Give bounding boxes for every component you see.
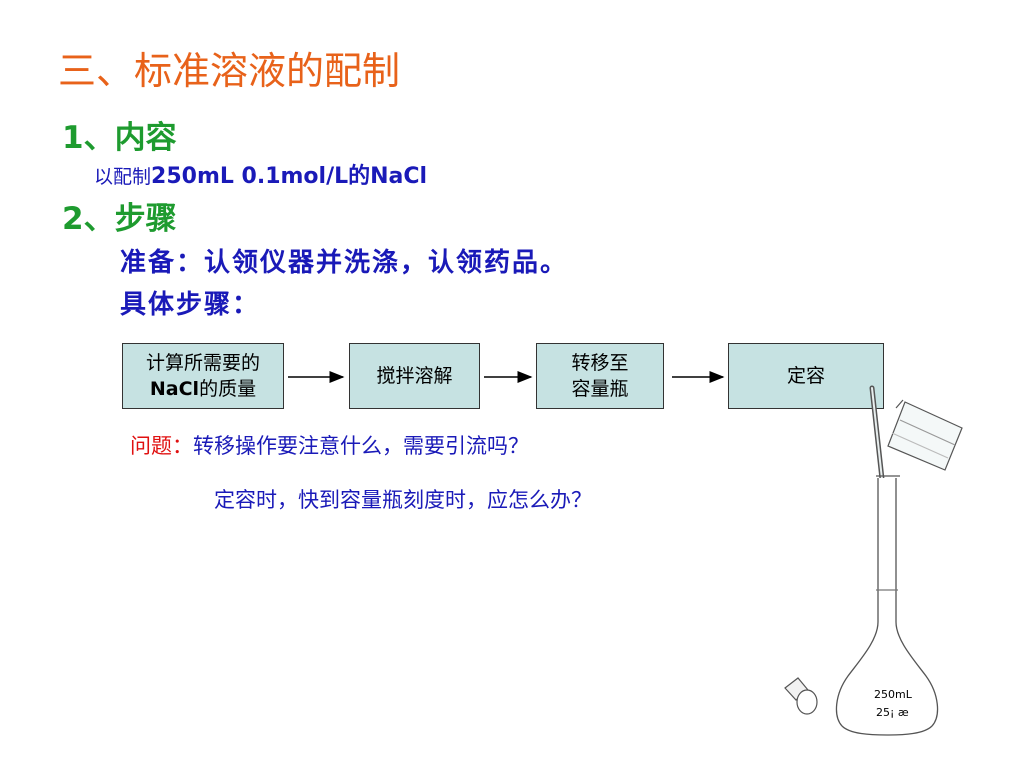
content-prefix: 以配制 bbox=[94, 166, 152, 188]
flow-step-transfer-line1: 转移至 bbox=[571, 352, 629, 374]
flow-step-transfer-line2: 容量瓶 bbox=[571, 378, 629, 400]
flow-step-fix-volume-label: 定容 bbox=[786, 365, 825, 387]
content-main: 250mL 0.1mol/L的NaCl bbox=[151, 164, 428, 189]
content-description: 以配制250mL 0.1mol/L的NaCl bbox=[94, 158, 427, 190]
stopper-icon bbox=[784, 677, 818, 715]
section-heading-content: 1、内容 bbox=[62, 120, 177, 156]
preparation-text: 准备：认领仪器并洗涤，认领药品。 bbox=[120, 248, 569, 278]
flask-temp-label: 25¡ æ bbox=[876, 706, 909, 719]
flow-step-dissolve-label: 搅拌溶解 bbox=[376, 365, 453, 387]
flow-step-fix-volume: 定容 bbox=[728, 343, 884, 409]
section-heading-steps: 2、步骤 bbox=[62, 201, 177, 237]
flow-step-calculate-line2: NaCl的质量 bbox=[146, 376, 260, 402]
nacl-label: NaCl bbox=[149, 378, 200, 400]
steps-label: 具体步骤： bbox=[120, 290, 261, 320]
page-title: 三、标准溶液的配制 bbox=[58, 49, 401, 93]
flow-step-transfer: 转移至 容量瓶 bbox=[536, 343, 664, 409]
flow-step-calculate: 计算所需要的 NaCl的质量 bbox=[122, 343, 284, 409]
question-label: 问题： bbox=[130, 434, 193, 458]
flow-step-dissolve: 搅拌溶解 bbox=[349, 343, 480, 409]
beaker-icon bbox=[887, 399, 963, 471]
question-2: 定容时，快到容量瓶刻度时，应怎么办？ bbox=[214, 488, 592, 512]
flask-body-icon bbox=[835, 475, 939, 736]
question-1: 问题：转移操作要注意什么，需要引流吗？ bbox=[130, 430, 529, 460]
flow-step-calculate-line2-rest: 的质量 bbox=[199, 378, 257, 400]
flow-step-calculate-line1: 计算所需要的 bbox=[145, 352, 260, 374]
question-1-text: 转移操作要注意什么，需要引流吗？ bbox=[193, 434, 529, 458]
flask-volume-label: 250mL bbox=[874, 688, 913, 701]
